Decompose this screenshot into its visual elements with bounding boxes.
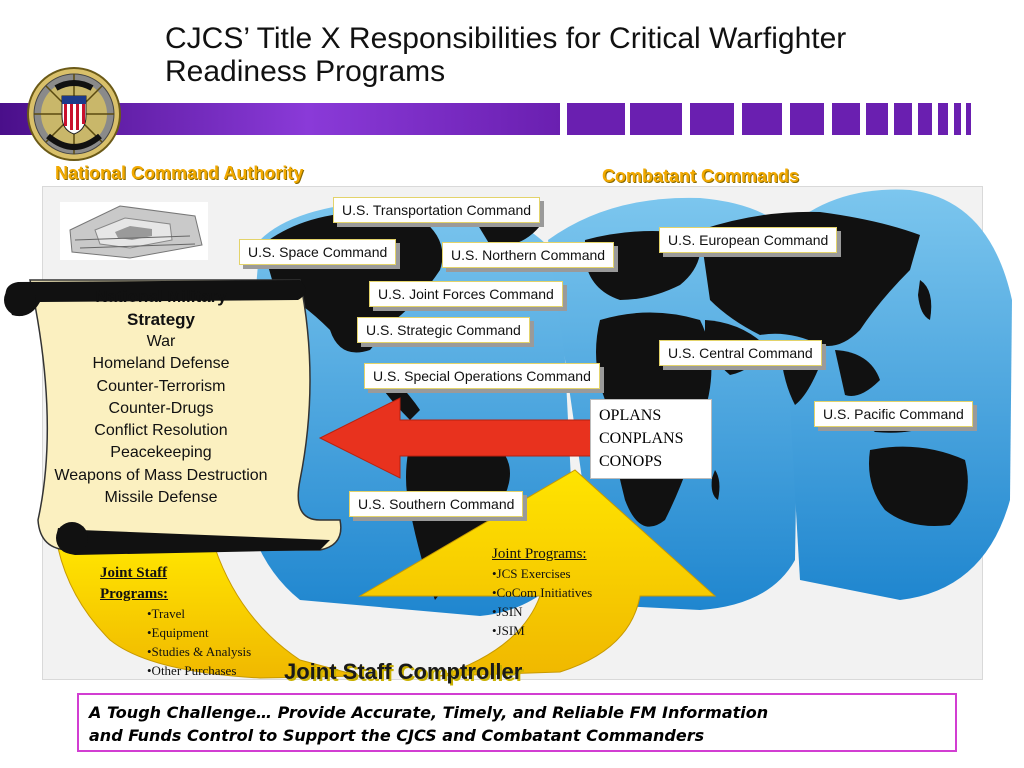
red-arrow [318,397,601,479]
joint-programs-heading: Joint Programs: [492,546,587,562]
joint-programs-item: •JSIM [492,623,525,638]
plans-item: CONPLANS [599,430,684,447]
joint-staff-programs-heading: Joint Staff Programs: [100,563,168,605]
strategy-item: Homeland Defense [92,355,230,373]
cmd-strategic: U.S. Strategic Command [357,317,530,343]
pentagon-image [60,202,208,260]
nca-header: National Command Authority [55,163,304,183]
cmd-southern: U.S. Southern Command [349,491,524,517]
strategy-item: Weapons of Mass Destruction [54,466,268,484]
cmd-transportation: U.S. Transportation Command [333,197,541,223]
strategy-item: Peacekeeping [110,444,212,462]
scroll-parchment [29,279,342,551]
land-australia [869,446,968,526]
strategy-item: Counter-Drugs [108,399,214,417]
challenge-line1: A Tough Challenge… Provide Accurate, Tim… [89,703,769,722]
land-central-america [385,380,420,420]
scroll-top-curl [5,280,306,317]
strategy-title-line1: National Military [95,287,227,306]
plans-box: OPLANS CONPLANS CONOPS [590,399,712,479]
strategy-title-line2: Strategy [126,310,196,329]
challenge-box: A Tough Challenge… Provide Accurate, Tim… [77,693,957,752]
strategy-item: Counter-Terrorism [96,377,226,395]
comptroller-label: Joint Staff Comptroller [284,659,523,684]
strategy-title: National Military Strategy [36,285,286,331]
gold-band-joint-staff [57,547,361,679]
jsp-heading-line2: Programs: [100,586,169,602]
strategy-item: Missile Defense [104,489,218,507]
plans-item: OPLANS [599,407,662,424]
scroll-bottom-curl [56,528,331,555]
joint-programs-item: •JSIN [492,604,523,619]
gold-arrow-joint-programs [358,469,717,677]
jsp-item: •Equipment [147,625,209,640]
cmd-central: U.S. Central Command [659,340,822,366]
joint-programs-item: •JCS Exercises [492,566,571,581]
strategy-item: War [146,333,176,350]
cmd-space: U.S. Space Command [239,239,397,265]
jsp-heading-line1: Joint Staff [100,565,168,581]
strategy-text: National Military Strategy War Homeland … [36,285,286,509]
plans-item: CONOPS [599,453,663,470]
jsp-item: •Studies & Analysis [147,644,252,659]
land-madagascar [711,470,720,500]
land-japan [918,280,932,320]
combatant-commands-header: Combatant Commands [602,166,800,186]
cmd-northern: U.S. Northern Command [442,242,615,268]
slide-title: CJCS’ Title X Responsibilities for Criti… [165,22,847,88]
jcs-seal-icon [27,67,121,161]
cmd-special-ops: U.S. Special Operations Command [364,363,600,389]
strategy-item: Conflict Resolution [94,422,228,440]
cmd-european: U.S. European Command [659,227,838,253]
challenge-line2: and Funds Control to Support the CJCS an… [89,726,705,745]
land-southeast-asia [835,350,880,396]
joint-programs: Joint Programs: •JCS Exercises •CoCom In… [492,545,592,640]
joint-staff-programs-list: •Travel •Equipment •Studies & Analysis •… [147,604,251,680]
jsp-item: •Other Purchases [147,663,237,678]
cmd-pacific: U.S. Pacific Command [814,401,973,427]
jsp-item: •Travel [147,606,186,621]
joint-programs-item: •CoCom Initiatives [492,585,593,600]
cmd-joint-forces: U.S. Joint Forces Command [369,281,563,307]
